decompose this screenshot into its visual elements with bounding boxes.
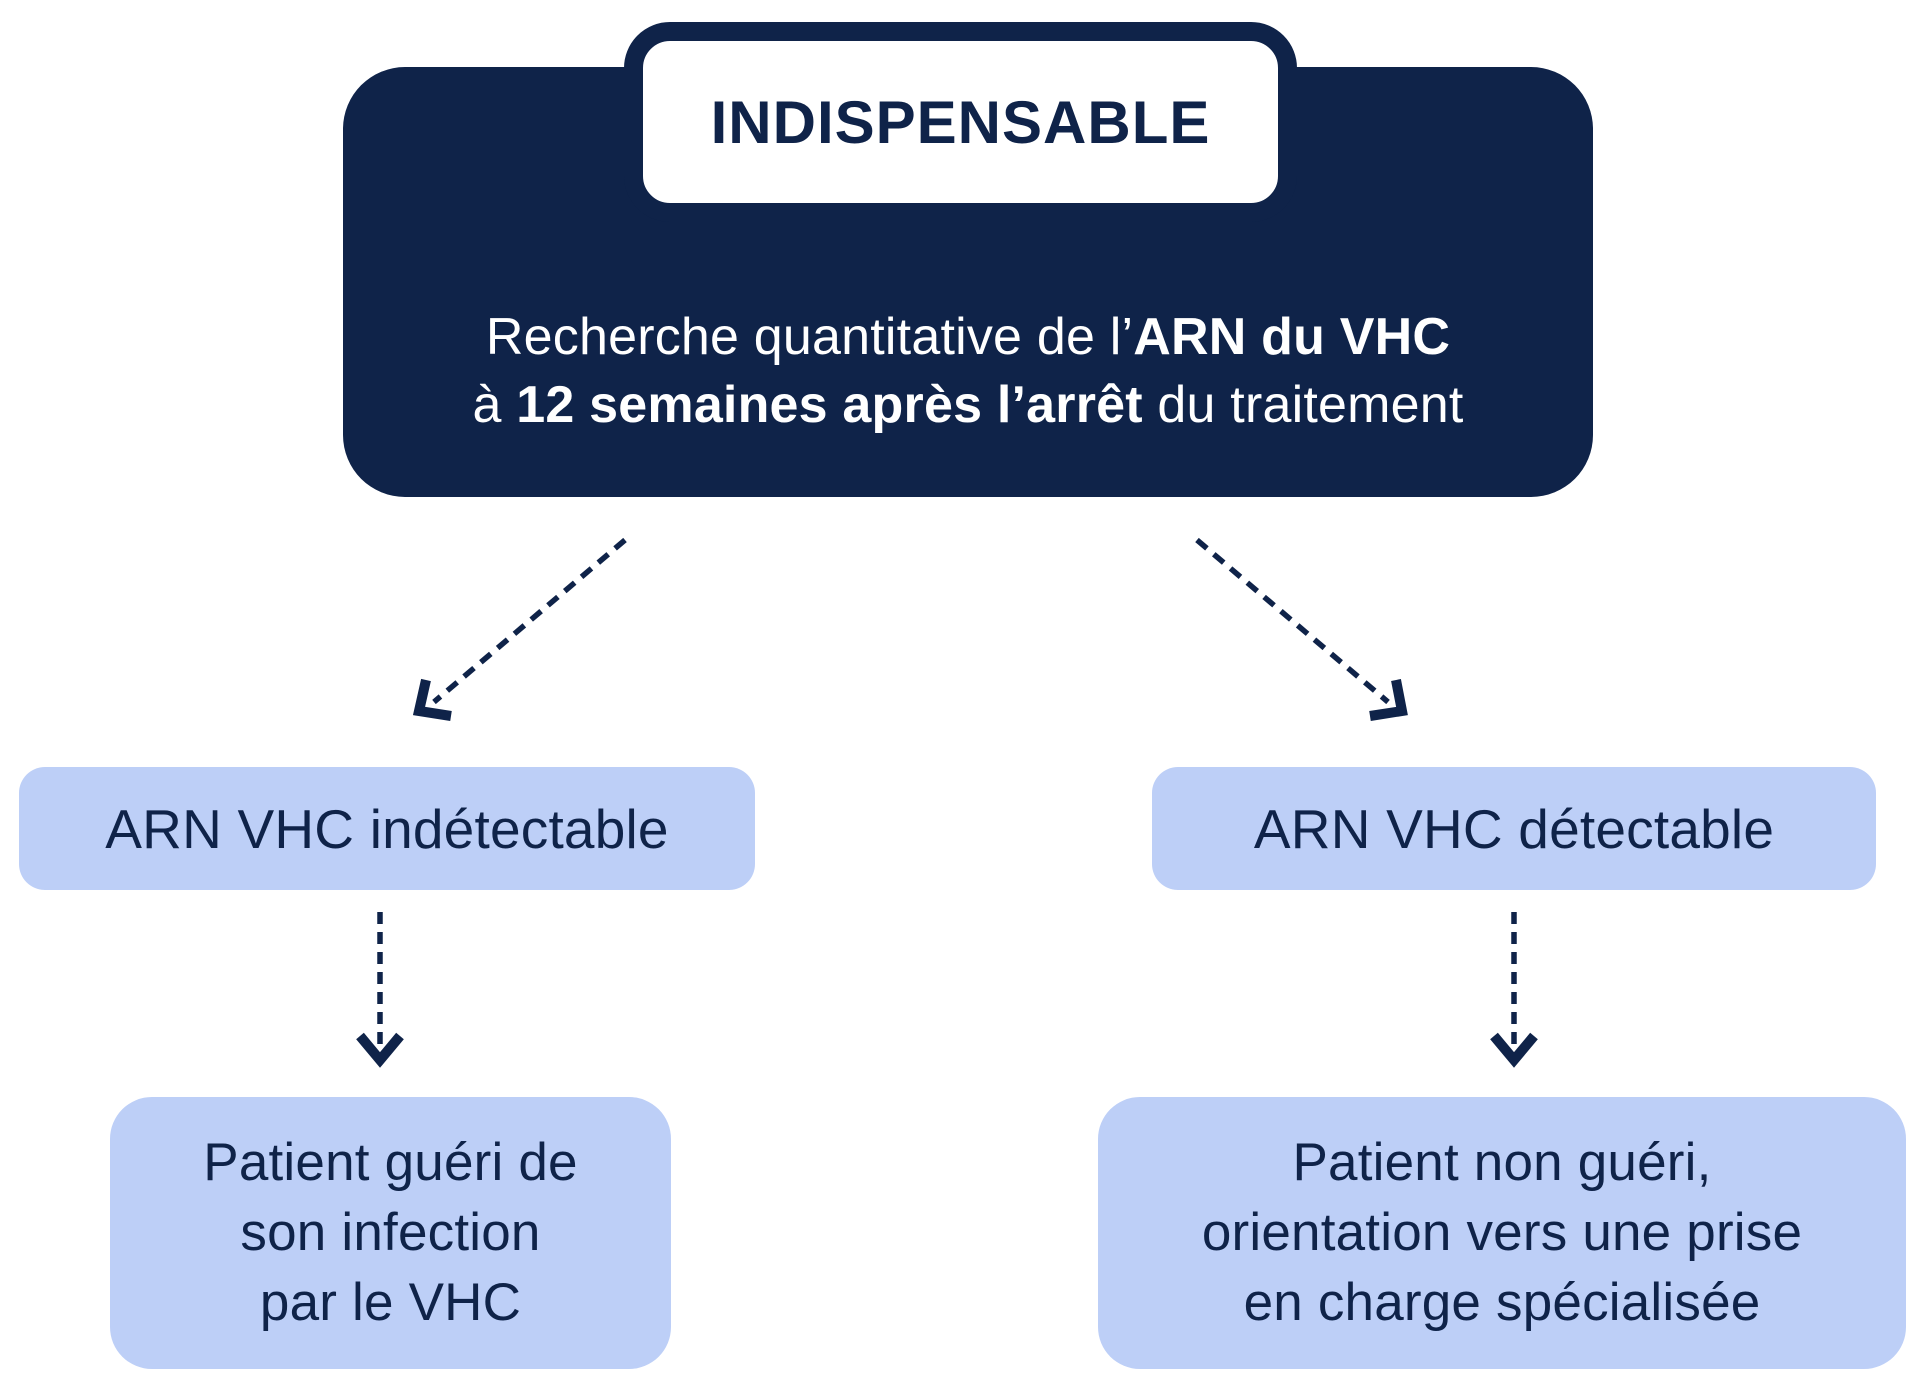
outcome-box-not-cured: Patient non guéri, orientation vers une …	[1098, 1097, 1906, 1369]
outcome-cured-label: Patient guéri de son infection par le VH…	[203, 1133, 578, 1332]
indispensable-badge: INDISPENSABLE	[624, 22, 1297, 222]
header-text: Recherche quantitative de l’ARN du VHC à…	[343, 303, 1593, 439]
outcome-not-cured-label: Patient non guéri, orientation vers une …	[1201, 1133, 1803, 1332]
arrow-right-diagonal-icon	[1195, 537, 1408, 721]
outcome-box-cured: Patient guéri de son infection par le VH…	[110, 1097, 671, 1369]
header-text-line1: Recherche quantitative de l’ARN du VHC	[485, 308, 1451, 366]
indispensable-badge-label: INDISPENSABLE	[710, 88, 1211, 156]
header-text-line2: à 12 semaines après l’arrêt du traitemen…	[472, 376, 1464, 434]
arrow-left-vertical-icon	[356, 912, 404, 1068]
result-detectable-label: ARN VHC détectable	[1253, 797, 1775, 860]
result-box-undetectable: ARN VHC indétectable	[19, 767, 755, 890]
arrow-right-vertical-icon	[1490, 912, 1538, 1068]
arrow-left-diagonal-icon	[412, 537, 627, 721]
header-box: Recherche quantitative de l’ARN du VHC à…	[343, 67, 1593, 497]
result-undetectable-label: ARN VHC indétectable	[105, 797, 669, 860]
result-box-detectable: ARN VHC détectable	[1152, 767, 1876, 890]
